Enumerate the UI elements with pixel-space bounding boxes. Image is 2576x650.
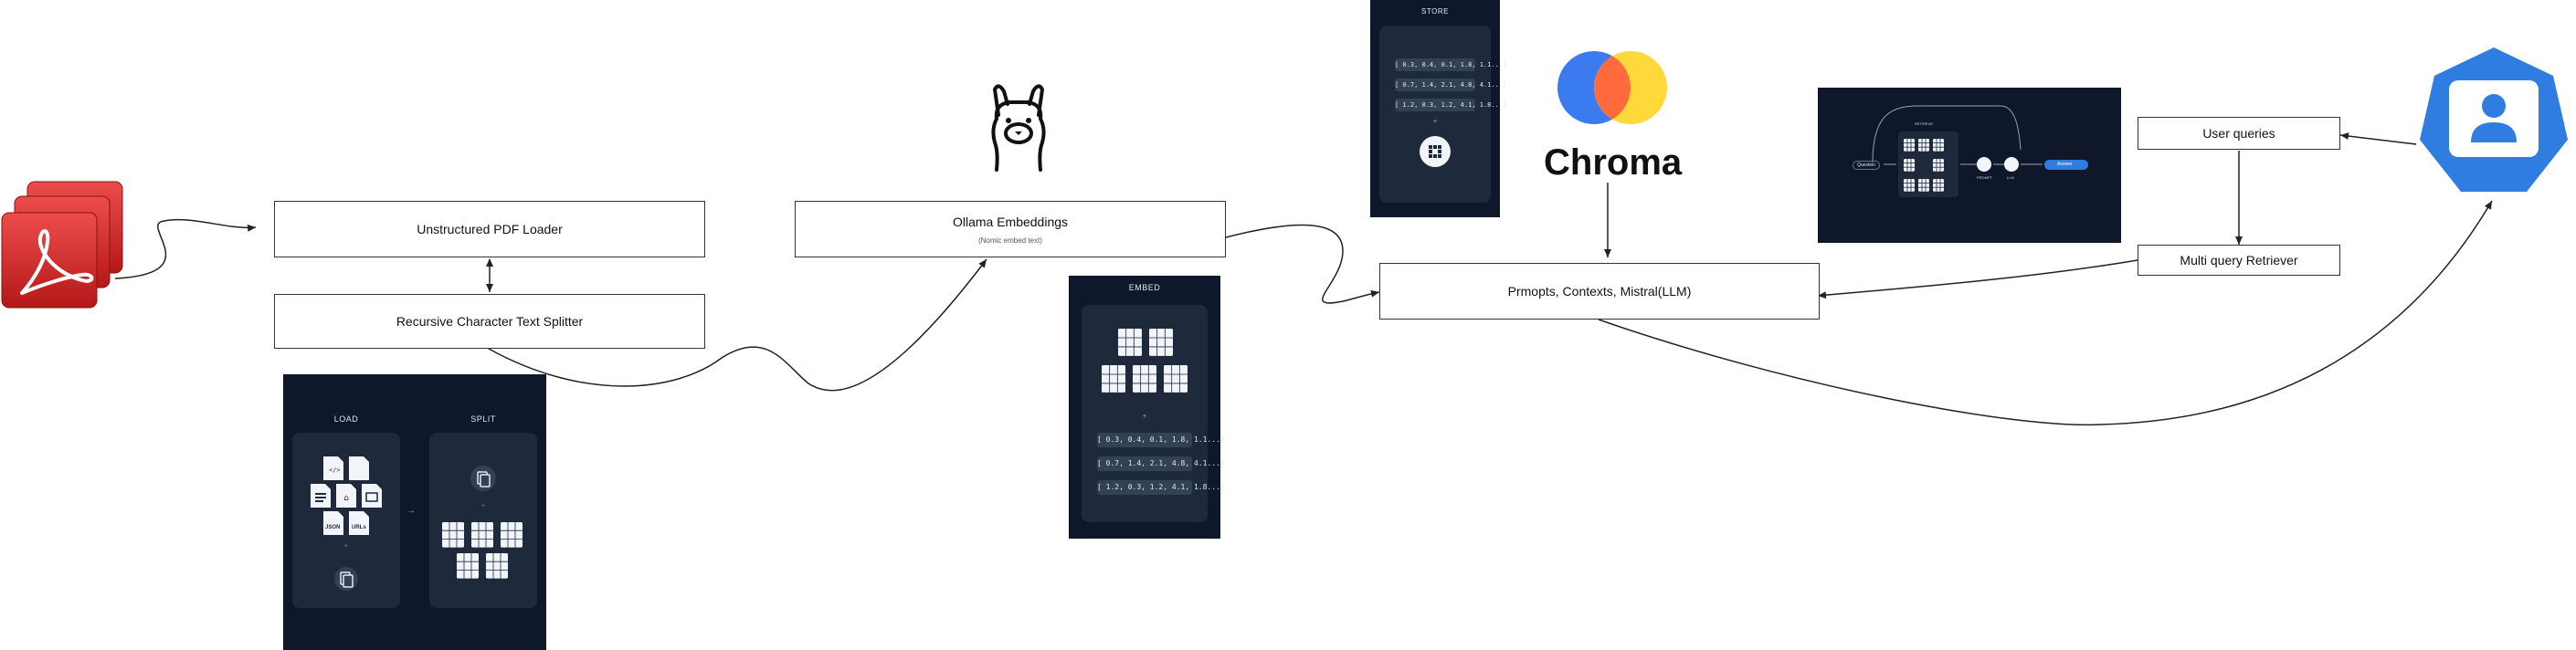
user-queries-label: User queries (2202, 126, 2275, 141)
load-to-split-arrow: → (406, 506, 416, 516)
store-vector-3: [ 1.2, 0.3, 1.2, 4.1, 1.8...] (1395, 99, 1506, 111)
user-queries-node: User queries (2138, 117, 2340, 150)
multi-query-label: Multi query Retriever (2180, 253, 2298, 267)
answer-label: Answer (2057, 162, 2073, 167)
multi-query-node: Multi query Retriever (2138, 245, 2340, 276)
edge-user-to-queries (2339, 132, 2417, 145)
pdf-loader-label: Unstructured PDF Loader (417, 222, 563, 236)
prompts-label: Prmopts, Contexts, Mistral(LLM) (1507, 284, 1692, 299)
chroma-logo: Chroma (1544, 47, 1683, 184)
retrieve-label: RETRIEVE (1915, 121, 1934, 126)
split-title: SPLIT (470, 414, 496, 424)
ollama-embeddings-node: Ollama Embeddings (Nomic embed text) (795, 201, 1226, 257)
urls-label: URLs (352, 525, 366, 530)
embed-panel: EMBED + [ 0.3, 0.4, 0.1, 1.8, 1.1...] [ … (1069, 276, 1225, 539)
retrieval-panel: Question RETRIEVE PROMPT LLM Answer (1818, 88, 2121, 243)
edge-ollama-to-prompts (1225, 224, 1380, 304)
question-pill: Question (1853, 161, 1881, 170)
svg-text:+: + (344, 541, 349, 550)
edge-splitter-to-ollama (488, 258, 987, 392)
embed-vector-2: [ 0.7, 1.4, 2.1, 4.8, 4.1...] (1097, 456, 1225, 471)
vector-store-icon (1420, 136, 1451, 167)
store-title: STORE (1421, 7, 1449, 16)
edge-pdf-to-loader (114, 218, 257, 279)
pdf-stack-icon (0, 178, 128, 315)
load-title: LOAD (333, 414, 359, 424)
edge-multi-to-prompts (1817, 259, 2138, 299)
embed-vector-1: [ 0.3, 0.4, 0.1, 1.8, 1.1...] (1097, 433, 1225, 447)
chroma-wordmark: Chroma (1544, 142, 1683, 183)
llama-icon (982, 77, 1055, 173)
svg-text:⛶: ⛶ (368, 465, 375, 475)
embed-card: + [ 0.3, 0.4, 0.1, 1.8, 1.1...] [ 0.7, 1… (1082, 305, 1225, 522)
store-panel: STORE [ 0.3, 0.4, 0.1, 1.8, 1.1...] [ 0.… (1370, 0, 1506, 217)
load-split-panel: LOAD SPLIT </> ⛶ ⌂ + JSO (283, 374, 546, 650)
load-card: </> ⛶ ⌂ + JSON URLs (292, 433, 400, 608)
ollama-embeddings-label: Ollama Embeddings (952, 214, 1069, 229)
chroma-circles-icon (1557, 51, 1667, 124)
user-icon (2416, 46, 2571, 201)
prompt-label: PROMPT (1977, 175, 1993, 180)
text-splitter-label: Recursive Character Text Splitter (396, 314, 584, 329)
split-card: + (429, 433, 537, 608)
ollama-embeddings-sublabel: (Nomic embed text) (978, 236, 1042, 245)
llm-label: LLM (2007, 175, 2014, 180)
store-vector-1: [ 0.3, 0.4, 0.1, 1.8, 1.1...] (1395, 58, 1506, 71)
store-card: [ 0.3, 0.4, 0.1, 1.8, 1.1...] [ 0.7, 1.4… (1379, 26, 1506, 203)
embed-title: EMBED (1128, 283, 1161, 292)
json-label: JSON (325, 525, 341, 530)
store-vector-2: [ 0.7, 1.4, 2.1, 4.8, 4.1...] (1395, 79, 1506, 91)
svg-text:⌂: ⌂ (343, 494, 349, 503)
svg-text:+: + (481, 501, 486, 509)
embed-vector-3: [ 1.2, 0.3, 1.2, 4.1, 1.8...] (1097, 480, 1225, 495)
svg-text:+: + (1143, 412, 1147, 420)
prompts-node: Prmopts, Contexts, Mistral(LLM) (1379, 263, 1820, 320)
pdf-loader-node: Unstructured PDF Loader (274, 201, 705, 257)
edge-prompts-to-user (1598, 200, 2493, 426)
text-splitter-node: Recursive Character Text Splitter (274, 294, 705, 349)
svg-text:</>: </> (329, 467, 341, 474)
